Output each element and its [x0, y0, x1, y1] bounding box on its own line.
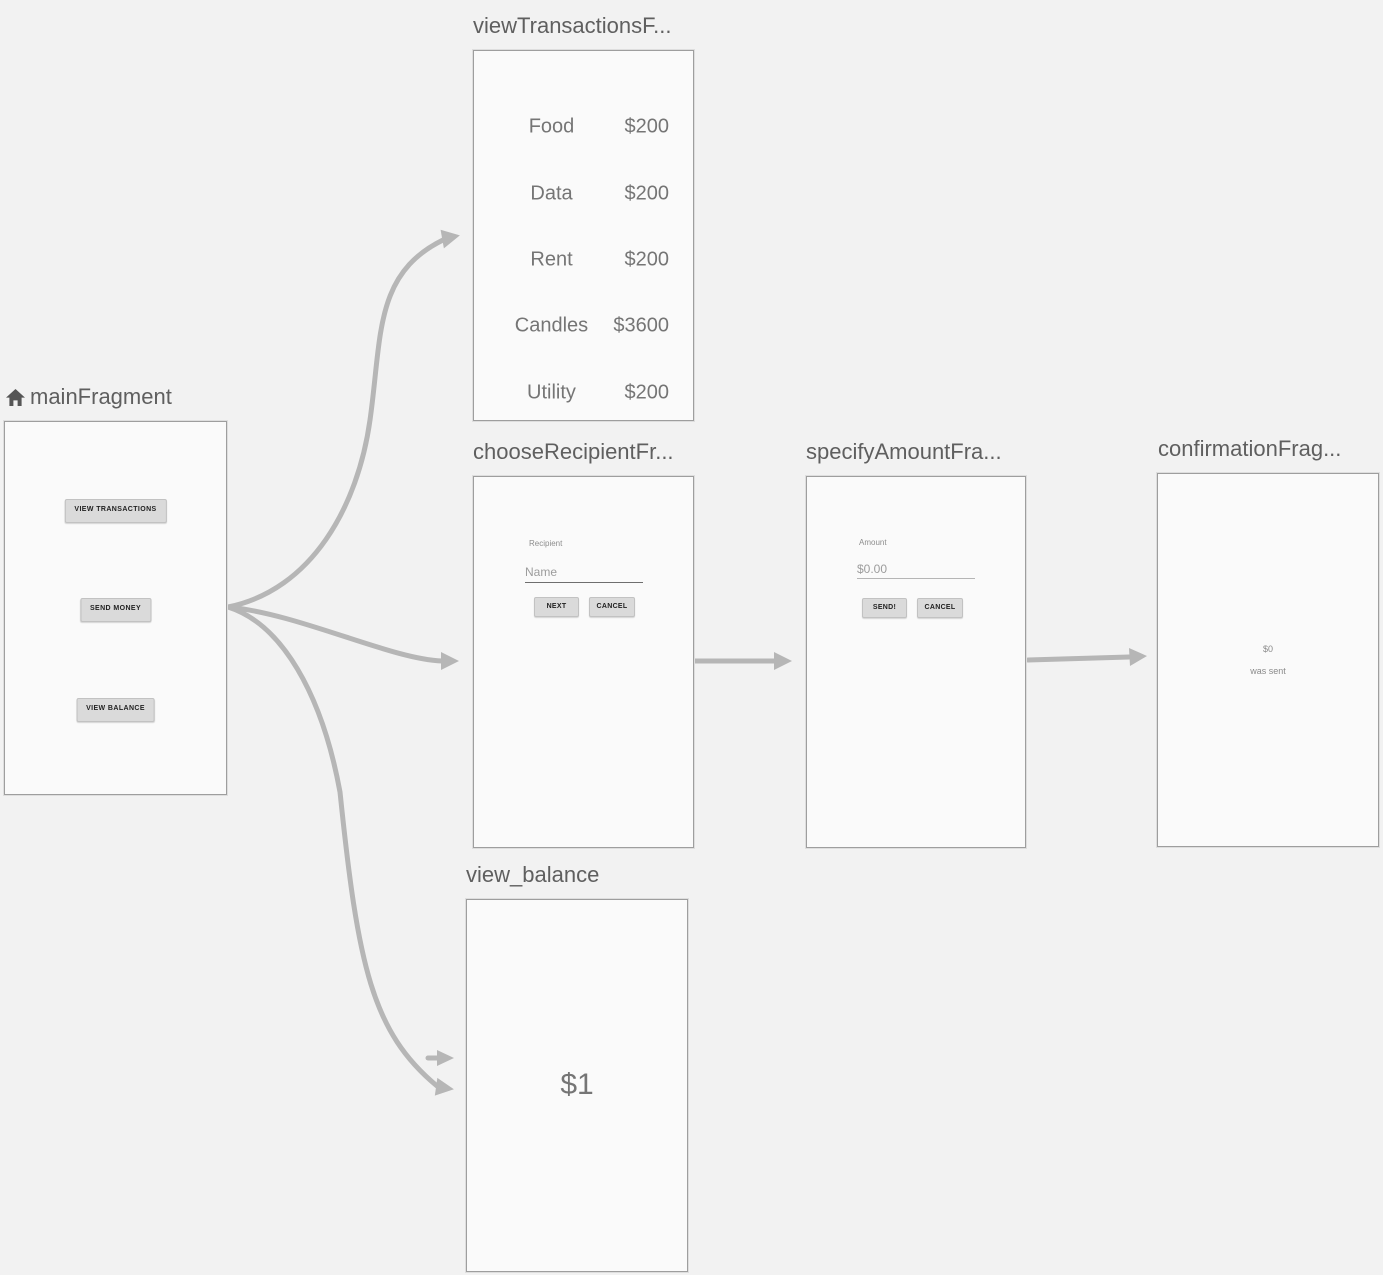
confirmation-message: was sent — [1250, 666, 1286, 676]
fragment-title-view-balance[interactable]: view_balance — [466, 862, 599, 888]
transaction-row: Data $200 — [474, 160, 693, 226]
preview-button-send: SEND! — [862, 598, 907, 618]
fragment-title-choose-recipient[interactable]: chooseRecipientFr... — [473, 439, 674, 465]
action-arrow-main-to-view-transactions[interactable] — [225, 227, 462, 610]
transaction-amount: $200 — [624, 248, 670, 271]
fragment-title-view-balance-label: view_balance — [466, 862, 600, 887]
action-arrow-main-to-view-balance[interactable] — [225, 604, 455, 1098]
fragment-title-specify-amount[interactable]: specifyAmountFra... — [806, 439, 1002, 465]
preview-button-view-transactions: VIEW TRANSACTIONS — [64, 499, 167, 523]
fragment-title-specify-amount-label: specifyAmountFra... — [806, 439, 1002, 464]
transaction-label: Utility — [527, 381, 576, 404]
transaction-amount: $200 — [624, 381, 670, 404]
fragment-title-choose-recipient-label: chooseRecipientFr... — [473, 439, 674, 464]
transaction-amount: $3600 — [613, 314, 669, 337]
fragment-preview-main[interactable]: VIEW TRANSACTIONS SEND MONEY VIEW BALANC… — [4, 421, 227, 795]
fragment-preview-confirmation[interactable]: $0 was sent — [1157, 473, 1379, 847]
transaction-label: Rent — [530, 248, 573, 271]
recipient-field-label: Recipient — [529, 539, 563, 548]
transaction-label: Candles — [514, 314, 589, 337]
fragment-preview-specify-amount[interactable]: Amount $0.00 SEND! CANCEL — [806, 476, 1026, 848]
fragment-preview-view-balance[interactable]: $1 — [466, 899, 688, 1272]
transaction-row: Utility $200 — [474, 360, 693, 426]
fragment-title-view-transactions[interactable]: viewTransactionsF... — [473, 13, 671, 39]
action-arrow-stub-view-balance[interactable] — [425, 1050, 454, 1066]
balance-value: $1 — [560, 1068, 594, 1101]
preview-button-view-balance: VIEW BALANCE — [76, 698, 155, 722]
transaction-row: Food $200 — [474, 94, 693, 160]
preview-button-cancel: CANCEL — [589, 597, 635, 617]
fragment-title-main[interactable]: mainFragment — [5, 384, 172, 410]
confirmation-amount: $0 — [1262, 644, 1273, 654]
fragment-preview-view-transactions[interactable]: Food $200 Data $200 Rent $200 Candles $3… — [473, 50, 694, 421]
recipient-name-placeholder: Name — [525, 565, 558, 579]
preview-button-send-money: SEND MONEY — [79, 598, 152, 622]
preview-button-cancel: CANCEL — [917, 598, 963, 618]
fragment-title-main-label: mainFragment — [30, 384, 172, 409]
recipient-field-underline — [525, 582, 643, 583]
amount-field-underline — [857, 578, 975, 579]
fragment-preview-choose-recipient[interactable]: Recipient Name NEXT CANCEL — [473, 476, 694, 848]
action-arrow-choose-recipient-to-specify-amount[interactable] — [681, 652, 792, 670]
amount-placeholder: $0.00 — [857, 562, 888, 576]
home-icon — [6, 388, 25, 406]
transaction-amount: $200 — [624, 182, 670, 205]
transactions-list: Food $200 Data $200 Rent $200 Candles $3… — [474, 94, 693, 426]
action-arrow-specify-amount-to-confirmation[interactable] — [1025, 648, 1147, 666]
amount-field-label: Amount — [859, 538, 887, 547]
fragment-title-view-transactions-label: viewTransactionsF... — [473, 13, 672, 38]
action-arrow-main-to-choose-recipient[interactable] — [225, 604, 459, 670]
transaction-amount: $200 — [624, 115, 670, 138]
fragment-title-confirmation[interactable]: confirmationFrag... — [1158, 436, 1341, 462]
transaction-row: Rent $200 — [474, 227, 693, 293]
fragment-title-confirmation-label: confirmationFrag... — [1158, 436, 1342, 461]
transaction-label: Food — [528, 115, 575, 138]
transaction-row: Candles $3600 — [474, 293, 693, 359]
preview-button-next: NEXT — [534, 597, 579, 617]
transaction-label: Data — [530, 182, 573, 205]
